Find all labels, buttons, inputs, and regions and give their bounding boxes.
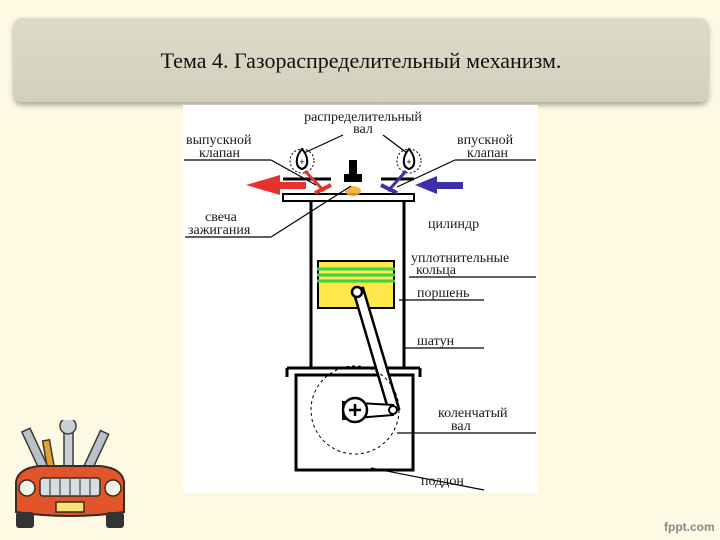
label-rings-line2: кольца <box>416 263 457 278</box>
label-camshaft-line1: распределительный <box>304 110 422 125</box>
intake-valve-head <box>380 183 398 195</box>
leader-camshaft-right <box>382 134 408 154</box>
spark-flame <box>345 186 361 196</box>
label-rod: шатун <box>417 334 455 349</box>
intake-valve <box>386 169 408 193</box>
label-cylinder: цилиндр <box>428 217 479 232</box>
leader-exhaust <box>270 159 317 186</box>
leader-lines <box>184 134 536 491</box>
label-oil-pan: поддон <box>421 474 464 489</box>
label-intake-line2: клапан <box>467 146 509 161</box>
spark-plug <box>349 160 357 174</box>
exhaust-valve-head <box>314 183 332 195</box>
license-plate <box>55 501 85 513</box>
label-spark-line2: зажигания <box>188 223 251 238</box>
leader-spark <box>270 185 352 238</box>
label-exhaust-line2: клапан <box>199 146 241 161</box>
leader-oil-pan <box>370 467 485 491</box>
label-camshaft-line2: вал <box>353 122 373 137</box>
watermark-logo: fppt.com <box>664 520 715 534</box>
exhaust-arrow-head <box>246 175 280 195</box>
piston-pin <box>350 285 364 299</box>
crank-rotation-circle <box>310 365 400 455</box>
engine-diagram-svg: + + <box>184 110 536 491</box>
label-crankshaft-line2: вал <box>451 419 471 434</box>
label-intake-line1: впускной <box>457 133 514 148</box>
slide-title: Тема 4. Газораспределительный механизм. <box>160 48 562 73</box>
cam-axis-left: + <box>299 157 304 167</box>
leader-camshaft-left <box>303 134 344 154</box>
engine-diagram: + + <box>183 105 538 493</box>
wrench-center-head <box>59 420 77 435</box>
label-exhaust-line1: выпускной <box>186 133 252 148</box>
cam-axis-right: + <box>406 157 411 167</box>
label-crankshaft-line1: коленчатый <box>438 406 508 421</box>
tire-right <box>106 512 124 528</box>
intake-arrow-head <box>415 176 437 194</box>
cam-lobe-right <box>402 147 416 171</box>
crank-pin <box>388 405 398 415</box>
tire-left <box>16 512 34 528</box>
headlight-left <box>18 479 36 497</box>
label-spark-line1: свеча <box>205 210 238 225</box>
cam-lobe-left <box>295 147 309 171</box>
car-tools-illustration <box>15 420 125 528</box>
headlight-right <box>104 479 122 497</box>
exhaust-valve <box>303 169 326 193</box>
intake-arrow-shaft <box>433 182 463 189</box>
title-bar: Тема 4. Газораспределительный механизм. <box>14 18 708 102</box>
label-rings-line1: уплотнительные <box>411 251 509 266</box>
label-piston: поршень <box>417 286 469 301</box>
spark-plug-nut <box>344 174 362 182</box>
exhaust-arrow-shaft <box>278 182 306 189</box>
leader-intake <box>396 159 456 188</box>
crankcase <box>294 373 415 472</box>
